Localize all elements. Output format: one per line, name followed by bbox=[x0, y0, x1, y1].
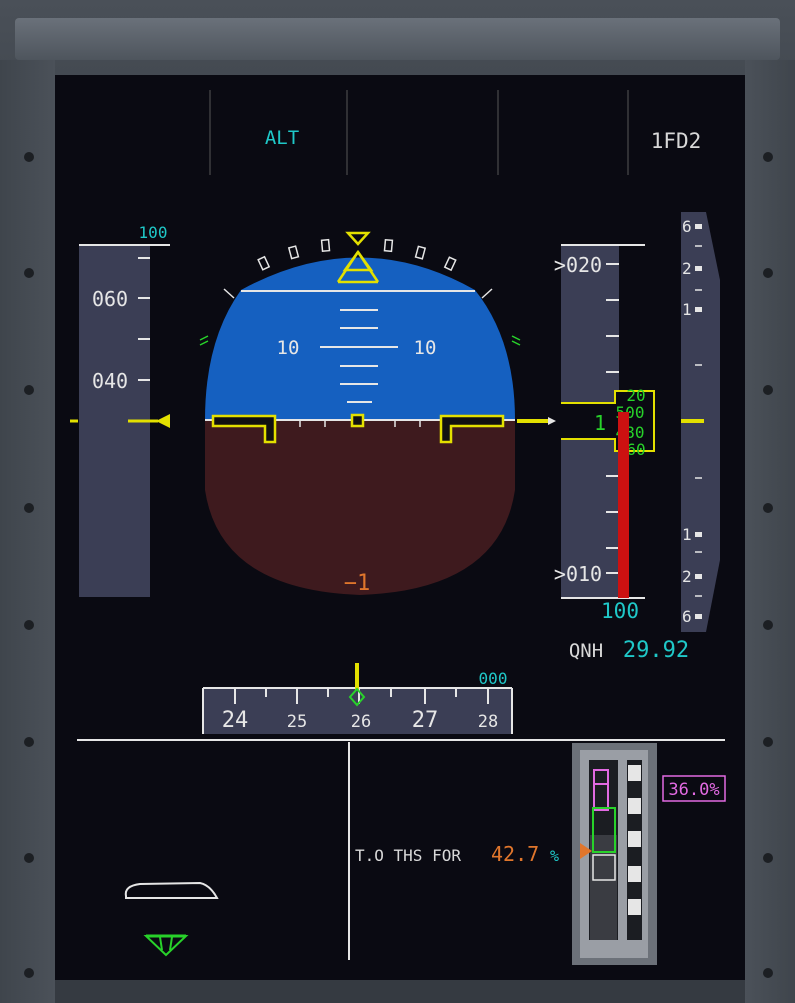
aircraft-symbol-icon bbox=[211, 413, 505, 444]
screw-icon bbox=[24, 385, 34, 395]
svg-text:2: 2 bbox=[682, 567, 692, 586]
heading-tape: 24 25 26 27 28 000 bbox=[202, 663, 513, 734]
ground bbox=[205, 420, 515, 595]
screw-icon bbox=[763, 503, 773, 513]
pitch-trim-gauge bbox=[572, 743, 657, 965]
trim-unit: % bbox=[550, 847, 559, 865]
baro-label: QNH bbox=[569, 640, 603, 662]
fma-vertical-mode: ALT bbox=[265, 127, 299, 149]
heading-label-26: 26 bbox=[351, 712, 371, 732]
svg-text:1: 1 bbox=[682, 525, 692, 544]
slip-indicator-value: −1 bbox=[344, 571, 371, 596]
svg-text:2: 2 bbox=[682, 259, 692, 278]
screw-icon bbox=[24, 503, 34, 513]
ground-reference-bar bbox=[618, 412, 629, 598]
trim-box-value: 36.0% bbox=[668, 780, 719, 800]
speed-tape: 100 060 040 bbox=[70, 223, 170, 597]
bank-scale bbox=[223, 238, 493, 299]
altitude-hundreds-digit: 1 bbox=[594, 411, 606, 435]
vertical-speed-tape: 6 2 1 1 2 6 bbox=[681, 212, 720, 632]
bezel-left-frame bbox=[0, 60, 55, 1003]
screw-icon bbox=[24, 968, 34, 978]
screw-icon bbox=[763, 853, 773, 863]
screw-icon bbox=[24, 853, 34, 863]
selected-heading-value: 000 bbox=[479, 669, 508, 688]
speed-label-040: 040 bbox=[92, 369, 128, 393]
svg-text:6: 6 bbox=[682, 217, 692, 236]
altitude-label-010: >010 bbox=[554, 562, 602, 586]
pitch-label-left: 10 bbox=[277, 337, 300, 359]
pfd-screen: ALT 1FD2 100 060 040 bbox=[55, 75, 745, 980]
fma-separators bbox=[209, 90, 629, 175]
speed-index-pointer bbox=[156, 414, 170, 428]
green-band bbox=[592, 807, 616, 853]
altitude-tape: >020 >010 1 20 500 480 60 100 bbox=[517, 244, 655, 623]
bank-pointer-icon bbox=[336, 231, 380, 284]
heading-label-25: 25 bbox=[287, 712, 307, 732]
speed-label-060: 060 bbox=[92, 287, 128, 311]
attitude-indicator bbox=[205, 290, 515, 595]
screw-icon bbox=[763, 620, 773, 630]
trim-pointer-icon bbox=[580, 843, 592, 859]
trim-label: T.O THS FOR bbox=[355, 846, 461, 865]
screw-icon bbox=[24, 620, 34, 630]
takeoff-trim-range bbox=[593, 769, 609, 811]
fma-fd-status: 1FD2 bbox=[651, 129, 702, 153]
screw-icon bbox=[763, 152, 773, 162]
speed-target-value: 100 bbox=[139, 223, 168, 242]
screw-icon bbox=[763, 968, 773, 978]
screw-icon bbox=[763, 737, 773, 747]
svg-text:1: 1 bbox=[682, 300, 692, 319]
screw-icon bbox=[763, 385, 773, 395]
screw-icon bbox=[24, 737, 34, 747]
svg-text:20: 20 bbox=[626, 386, 645, 405]
heading-label-24: 24 bbox=[222, 708, 249, 733]
trim-value: 42.7 bbox=[491, 842, 539, 866]
pitch-ladder bbox=[320, 309, 398, 403]
bezel-top-frame bbox=[15, 18, 780, 60]
baro-setting-value: 29.92 bbox=[623, 638, 689, 663]
altitude-label-020: >020 bbox=[554, 253, 602, 277]
heading-label-28: 28 bbox=[478, 712, 498, 732]
svg-text:60: 60 bbox=[626, 440, 645, 459]
screw-icon bbox=[24, 268, 34, 278]
flaps-indicator-icon bbox=[124, 881, 219, 957]
screw-icon bbox=[763, 268, 773, 278]
screw-icon bbox=[24, 152, 34, 162]
heading-label-27: 27 bbox=[412, 708, 439, 733]
pitch-label-right: 10 bbox=[414, 337, 437, 359]
altitude-target-value: 100 bbox=[601, 599, 639, 623]
svg-text:6: 6 bbox=[682, 607, 692, 626]
bezel-right-frame bbox=[745, 60, 795, 1003]
sky bbox=[205, 290, 515, 420]
track-diamond-icon bbox=[348, 687, 366, 707]
